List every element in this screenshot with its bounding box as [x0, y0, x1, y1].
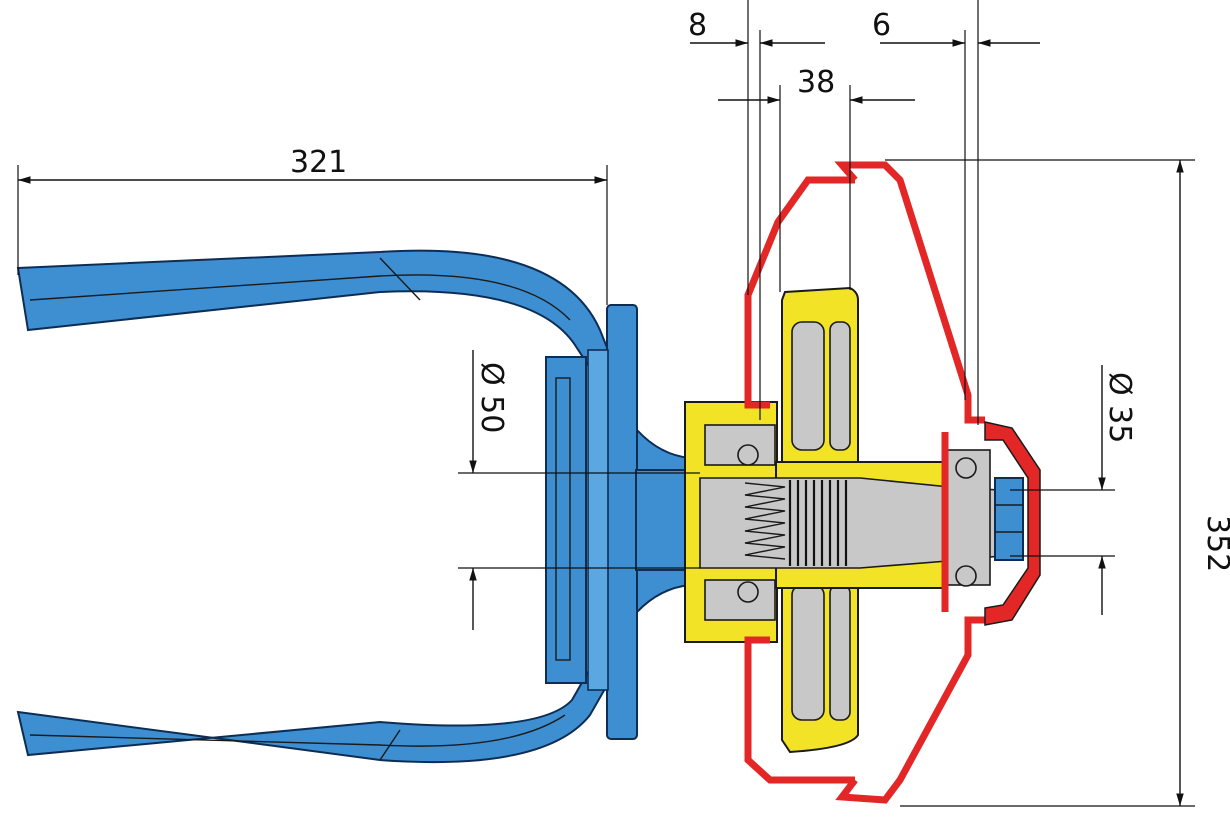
dim-gap-right: 6 — [872, 8, 891, 43]
dim-blade-span: 321 — [290, 145, 347, 180]
dim-hub-width: 38 — [797, 65, 835, 100]
dim-gap-left: 8 — [688, 8, 707, 43]
dim-shaft-diameter-right: Ø 35 — [1102, 372, 1137, 443]
shaft-nut — [994, 477, 1024, 561]
lower-blade-arm — [16, 670, 612, 764]
end-cap — [984, 421, 1041, 626]
dim-shaft-diameter-left: Ø 50 — [474, 362, 509, 433]
dim-housing-height: 352 — [1200, 515, 1230, 572]
upper-blade-arm — [16, 249, 614, 370]
dimension-lines: 321 8 6 38 352 Ø 50 — [17, 0, 1230, 807]
protective-cover — [744, 161, 1041, 804]
shaft — [699, 449, 1024, 587]
clamp-plate — [545, 356, 587, 684]
blade-holder — [16, 249, 697, 764]
flange-disc — [606, 304, 638, 740]
spring — [744, 482, 786, 560]
